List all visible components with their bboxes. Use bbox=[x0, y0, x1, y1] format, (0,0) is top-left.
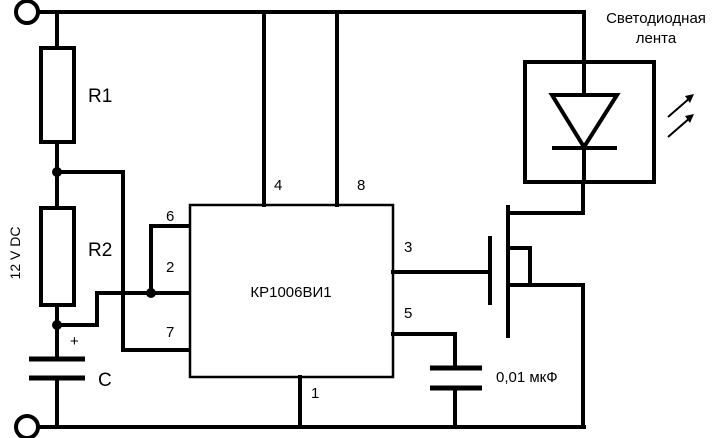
ic-pin-3-label: 3 bbox=[404, 239, 412, 256]
bottom-terminal bbox=[14, 414, 40, 438]
ic-part-label: КР1006ВИ1 bbox=[250, 284, 331, 301]
led-strip-label-line2: лента bbox=[636, 30, 677, 47]
ic-pin-8-label: 8 bbox=[357, 177, 365, 194]
led-emission-arrow-1-shaft bbox=[667, 96, 692, 118]
ic-body bbox=[188, 203, 395, 379]
supply-voltage-label: 12 V DC bbox=[7, 227, 23, 280]
capacitor-c-label: C bbox=[98, 370, 112, 391]
capacitor-c-polarity: + bbox=[70, 333, 79, 350]
led-emission-arrow-1-head bbox=[685, 94, 694, 103]
led-emission-arrows bbox=[667, 94, 694, 138]
led-triangle bbox=[548, 93, 621, 151]
ic-pin-5-label: 5 bbox=[404, 305, 412, 322]
ic-pin-7-label: 7 bbox=[166, 324, 174, 341]
ic-pin-6-label: 6 bbox=[166, 208, 174, 225]
ic-pin-2-label: 2 bbox=[166, 259, 174, 276]
top-terminal bbox=[14, 0, 40, 25]
led-strip-body bbox=[523, 60, 656, 184]
ic-pin-4-label: 4 bbox=[274, 177, 282, 194]
resistor-r2-label: R2 bbox=[88, 240, 112, 261]
led-emission-arrow-2-shaft bbox=[667, 116, 692, 138]
resistor-r1-body bbox=[39, 46, 76, 144]
capacitor-ctrl-value-label: 0,01 мкФ bbox=[496, 369, 558, 386]
led-strip-label-line1: Светодиодная bbox=[606, 10, 706, 27]
led-emission-arrow-2-head bbox=[685, 114, 694, 123]
ic-pin-1-label: 1 bbox=[311, 385, 319, 402]
resistor-r2-body bbox=[39, 206, 76, 307]
resistor-r1-label: R1 bbox=[88, 86, 112, 107]
